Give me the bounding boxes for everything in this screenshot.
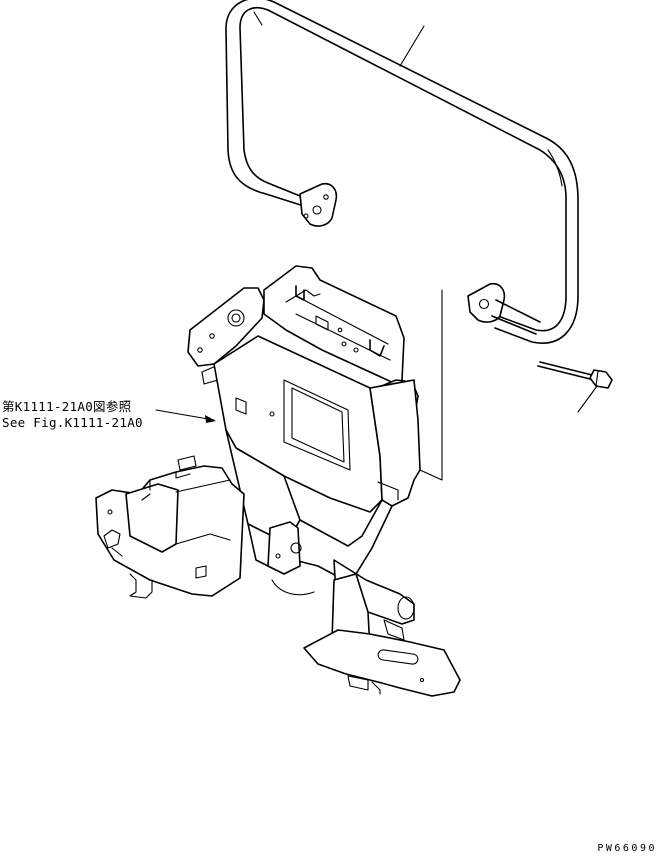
handrail [225,0,579,344]
reference-note-english: See Fig.K1111-21A0 [2,415,143,430]
frame-assembly [95,265,461,697]
bolt [537,361,613,389]
reference-note-japanese: 第K1111-21A0図参照 [2,399,132,414]
leader-lines [155,25,601,481]
drawing-number: PW66090 [597,843,657,854]
